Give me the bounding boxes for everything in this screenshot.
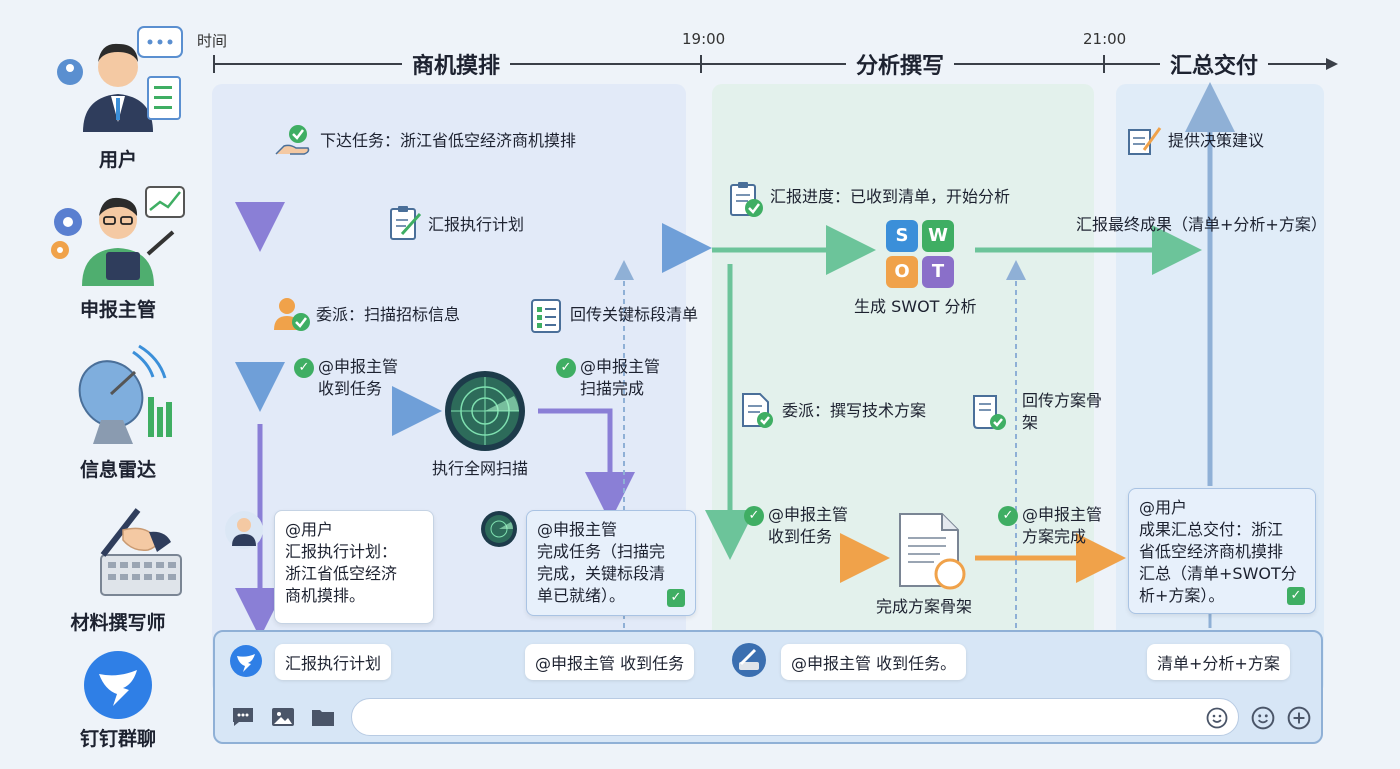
bubble-final: @用户 成果汇总交付：浙江 省低空经济商机摸排 汇总（清单+SWOT分 析+方案…	[1128, 488, 1316, 614]
check-icon: ✓	[998, 505, 1018, 526]
time-label: 时间	[197, 32, 228, 50]
label-decision: 提供决策建议	[1168, 131, 1265, 150]
swot-o: O	[886, 256, 918, 288]
check-icon: ✓	[294, 357, 314, 378]
swot-s: S	[886, 220, 918, 252]
scroll-check-icon	[970, 392, 1008, 436]
role-user: 用户	[28, 22, 208, 172]
role-radar: 信息雷达	[28, 342, 208, 482]
draft-document-icon	[896, 510, 968, 596]
bubble-user-plan: @用户 汇报执行计划： 浙江省低空经济 商机摸排。	[274, 510, 434, 624]
writer-chat-avatar-icon	[731, 642, 767, 682]
manager-mini-avatar-icon	[224, 510, 264, 554]
emoji-icon[interactable]	[1206, 707, 1228, 733]
draft-done-line2: 方案完成	[1022, 527, 1087, 546]
label-draft-complete: 完成方案骨架	[876, 597, 973, 616]
role-name-manager: 申报主管	[79, 299, 156, 321]
chat-msg-4: 清单+分析+方案	[1147, 644, 1290, 680]
label-delegate-write: 委派：撰写技术方案	[782, 401, 927, 420]
tick-1900: 19:00	[682, 30, 726, 48]
label-return-list: 回传关键标段清单	[570, 305, 699, 324]
radar-scan-icon	[444, 370, 526, 456]
arrow-return-draft	[976, 260, 1026, 661]
chat-msg-2: @申报主管 收到任务	[525, 644, 695, 680]
draft-done-line1: @申报主管	[1022, 505, 1103, 524]
role-name-dingtalk: 钉钉群聊	[79, 728, 156, 750]
manager-avatar-icon	[51, 186, 185, 286]
swot-t: T	[922, 256, 954, 288]
return-draft-text: 回传方案骨架	[1022, 391, 1103, 432]
label-full-scan: 执行全网扫描	[432, 459, 529, 478]
label-delegate-scan: 委派：扫描招标信息	[316, 305, 461, 324]
label-swot-gen: 生成 SWOT 分析	[854, 297, 977, 316]
dingtalk-logo-icon	[84, 651, 152, 719]
chat-bubble-icon[interactable]	[231, 706, 255, 732]
checkbox-icon: ✓	[667, 589, 685, 607]
tick-2100: 21:00	[1083, 30, 1127, 48]
clipboard-check-icon	[728, 180, 764, 222]
writer-received-line2: 收到任务	[768, 527, 833, 546]
scan-done-line1: @申报主管	[580, 357, 661, 376]
label-final-report: 汇报最终成果（清单+分析+方案）	[1076, 215, 1327, 234]
label-report-progress: 汇报进度：已收到清单，开始分析	[770, 187, 1011, 206]
image-icon[interactable]	[271, 706, 295, 732]
checklist-icon	[530, 298, 562, 338]
bubble-user-plan-text: @用户 汇报执行计划： 浙江省低空经济 商机摸排。	[285, 520, 398, 605]
axis-tick	[213, 55, 215, 73]
axis-tick	[700, 55, 702, 73]
role-manager: 申报主管	[28, 182, 208, 322]
person-check-icon	[272, 296, 312, 336]
role-name-user: 用户	[98, 149, 137, 171]
bubble-radar-done: @申报主管 完成任务（扫描完 完成，关键标段清 单已就绪）。 ✓	[526, 510, 696, 616]
folder-icon[interactable]	[311, 706, 335, 732]
chat-panel: 汇报执行计划 @申报主管 收到任务 @申报主管 收到任务。 清单+分析+方案	[213, 630, 1323, 744]
hand-check-icon	[274, 124, 314, 164]
arrow-scan-done	[538, 408, 635, 522]
check-icon: ✓	[744, 505, 764, 526]
phase-title-3: 汇总交付	[1160, 48, 1269, 80]
radar-received-line1: @申报主管	[318, 357, 399, 376]
check-icon: ✓	[556, 357, 576, 378]
axis-tick	[1103, 55, 1105, 73]
emoji-picker-icon[interactable]	[1251, 706, 1275, 734]
bubble-radar-done-text: @申报主管 完成任务（扫描完 完成，关键标段清 单已就绪）。	[537, 520, 666, 605]
radar-mini-icon	[480, 510, 518, 552]
role-name-writer: 材料撰写师	[70, 612, 166, 634]
label-return-draft: 回传方案骨架	[1022, 390, 1112, 434]
label-scan-done: ✓@申报主管 扫描完成	[556, 356, 660, 400]
label-assign-task: 下达任务：浙江省低空经济商机摸排	[320, 131, 577, 150]
role-writer: 材料撰写师	[28, 500, 208, 635]
label-report-plan: 汇报执行计划	[428, 215, 525, 234]
role-dingtalk: 钉钉群聊	[28, 650, 208, 751]
label-radar-received: ✓@申报主管 收到任务	[294, 356, 398, 400]
scroll-pen-icon	[1126, 124, 1162, 162]
dingtalk-bot-avatar-icon	[229, 644, 263, 682]
radar-received-line2: 收到任务	[318, 379, 383, 398]
swot-w: W	[922, 220, 954, 252]
phase-title-2: 分析撰写	[846, 48, 955, 80]
document-check-icon	[740, 392, 774, 434]
checkbox-icon: ✓	[1287, 587, 1305, 605]
axis-arrow-icon	[1326, 58, 1338, 70]
bubble-final-text: @用户 成果汇总交付：浙江 省低空经济商机摸排 汇总（清单+SWOT分 析+方案…	[1139, 498, 1297, 605]
satellite-dish-icon	[78, 344, 172, 444]
writer-hand-pen-icon	[100, 508, 182, 596]
clipboard-pen-icon	[388, 204, 422, 246]
chat-msg-3: @申报主管 收到任务。	[781, 644, 967, 680]
plus-icon[interactable]	[1287, 706, 1311, 734]
user-avatar-icon	[57, 26, 183, 132]
chat-msg-1: 汇报执行计划	[275, 644, 392, 680]
phase-bg-2	[712, 84, 1094, 694]
scan-done-line2: 扫描完成	[580, 379, 645, 398]
label-draft-done: ✓@申报主管 方案完成	[998, 504, 1102, 548]
writer-received-line1: @申报主管	[768, 505, 849, 524]
role-name-radar: 信息雷达	[79, 459, 156, 481]
time-axis	[213, 63, 1328, 65]
chat-input[interactable]	[351, 698, 1239, 736]
phase-title-1: 商机摸排	[402, 48, 511, 80]
label-writer-received: ✓@申报主管 收到任务	[744, 504, 848, 548]
